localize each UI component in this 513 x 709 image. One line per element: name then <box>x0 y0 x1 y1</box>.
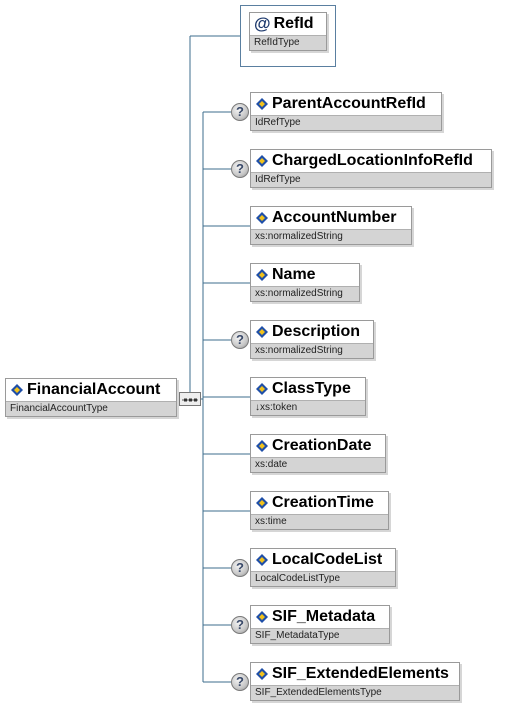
child-element-type: xs:normalizedString <box>251 343 373 358</box>
child-element-name: AccountNumber <box>272 209 397 226</box>
child-element-name: CreationDate <box>272 437 372 454</box>
child-element-type: IdRefType <box>251 172 491 187</box>
root-element-type: FinancialAccountType <box>6 401 176 416</box>
child-element-type: IdRefType <box>251 115 441 130</box>
root-element-node[interactable]: FinancialAccount FinancialAccountType <box>5 378 177 417</box>
child-element-node[interactable]: ClassType ↓xs:token <box>250 377 366 416</box>
element-icon <box>256 497 268 509</box>
element-icon <box>256 440 268 452</box>
attribute-node[interactable]: @RefId RefIdType <box>249 12 327 51</box>
child-element-node[interactable]: Name xs:normalizedString <box>250 263 360 302</box>
child-element-type: xs:time <box>251 514 388 529</box>
child-element-name: ChargedLocationInfoRefId <box>272 152 473 169</box>
child-element-name: SIF_Metadata <box>272 608 376 625</box>
sequence-compositor-icon <box>179 392 201 406</box>
element-icon <box>256 269 268 281</box>
child-element-type: SIF_MetadataType <box>251 628 389 643</box>
child-element-node[interactable]: Description xs:normalizedString <box>250 320 374 359</box>
child-element-name: Description <box>272 323 361 340</box>
child-element-type: ↓xs:token <box>251 400 365 415</box>
child-element-name: LocalCodeList <box>272 551 383 568</box>
child-element-name: SIF_ExtendedElements <box>272 665 449 682</box>
optional-indicator-icon: ? <box>231 559 249 577</box>
element-icon <box>256 554 268 566</box>
child-element-type: LocalCodeListType <box>251 571 395 586</box>
optional-indicator-icon: ? <box>231 673 249 691</box>
child-element-node[interactable]: CreationDate xs:date <box>250 434 386 473</box>
element-icon <box>256 668 268 680</box>
child-element-name: CreationTime <box>272 494 374 511</box>
element-icon <box>256 326 268 338</box>
optional-indicator-icon: ? <box>231 160 249 178</box>
child-element-node[interactable]: AccountNumber xs:normalizedString <box>250 206 412 245</box>
attribute-icon: @ <box>254 14 271 33</box>
optional-indicator-icon: ? <box>231 331 249 349</box>
element-icon <box>256 212 268 224</box>
attribute-type: RefIdType <box>250 35 326 50</box>
element-icon <box>256 155 268 167</box>
optional-indicator-icon: ? <box>231 103 249 121</box>
child-element-type: xs:date <box>251 457 385 472</box>
element-icon <box>256 98 268 110</box>
attribute-group: @RefId RefIdType <box>240 5 336 67</box>
child-element-type: SIF_ExtendedElementsType <box>251 685 459 700</box>
child-element-name: ParentAccountRefId <box>272 95 426 112</box>
root-element-name: FinancialAccount <box>27 381 161 398</box>
attribute-name: RefId <box>273 15 314 32</box>
optional-indicator-icon: ? <box>231 616 249 634</box>
element-icon <box>256 611 268 623</box>
element-icon <box>11 384 23 396</box>
child-element-name: Name <box>272 266 316 283</box>
child-element-name: ClassType <box>272 380 351 397</box>
child-element-node[interactable]: CreationTime xs:time <box>250 491 389 530</box>
child-element-type: xs:normalizedString <box>251 286 359 301</box>
element-icon <box>256 383 268 395</box>
child-element-type: xs:normalizedString <box>251 229 411 244</box>
